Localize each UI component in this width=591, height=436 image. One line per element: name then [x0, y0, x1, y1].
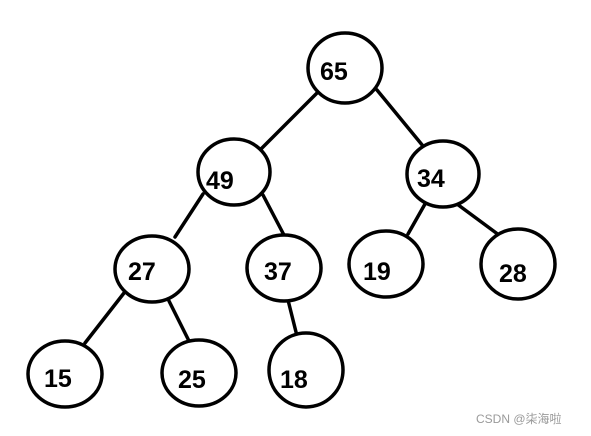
edge-34-28 — [455, 202, 505, 240]
node-label: 18 — [280, 366, 308, 394]
tree-node-15: 15 — [26, 339, 104, 409]
tree-node-18: 18 — [267, 331, 345, 409]
node-circle — [196, 137, 272, 207]
node-label: 25 — [178, 366, 206, 394]
edge-65-34 — [375, 88, 425, 148]
node-circle — [347, 229, 425, 299]
node-circle — [479, 227, 557, 301]
node-circle — [113, 234, 191, 304]
node-label: 27 — [128, 258, 156, 286]
tree-node-65: 65 — [306, 31, 384, 105]
node-label: 65 — [320, 58, 348, 86]
tree-node-19: 19 — [347, 229, 425, 299]
node-circle — [26, 339, 104, 409]
node-label: 37 — [264, 258, 292, 286]
tree-node-28: 28 — [479, 227, 557, 301]
node-label: 15 — [44, 365, 72, 393]
tree-node-34: 34 — [405, 139, 481, 209]
tree-node-27: 27 — [113, 234, 191, 304]
nodes-layer: 65 49 34 27 37 19 28 15 25 18 — [26, 31, 557, 409]
node-label: 34 — [417, 165, 445, 193]
node-label: 49 — [206, 167, 234, 195]
watermark-text: CSDN @柒海啦 — [476, 412, 562, 426]
tree-node-25: 25 — [160, 338, 238, 408]
tree-node-37: 37 — [245, 233, 323, 303]
node-circle — [267, 331, 345, 409]
edge-27-25 — [167, 299, 191, 343]
node-circle — [245, 233, 323, 303]
edge-49-37 — [261, 193, 287, 239]
edge-37-18 — [286, 298, 299, 338]
node-circle — [160, 338, 238, 408]
node-circle — [405, 139, 481, 209]
tree-node-49: 49 — [196, 137, 272, 207]
node-label: 28 — [499, 260, 527, 288]
node-circle — [306, 31, 384, 105]
edge-65-49 — [258, 90, 320, 152]
edge-34-19 — [406, 202, 427, 236]
edges-layer — [83, 88, 505, 345]
edge-49-27 — [173, 192, 205, 239]
edge-27-15 — [83, 291, 126, 345]
node-label: 19 — [363, 258, 391, 286]
